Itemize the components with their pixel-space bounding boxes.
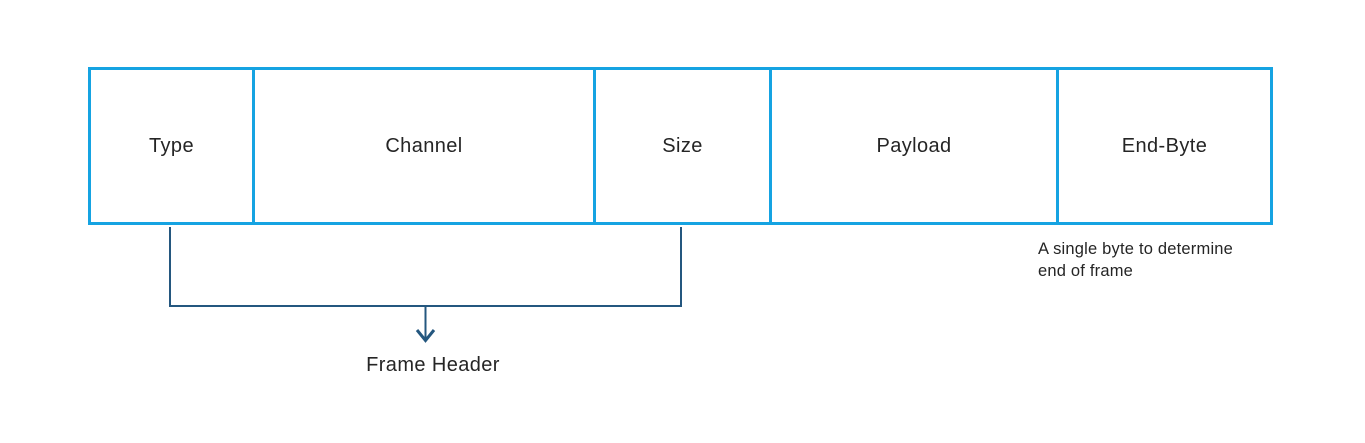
end-byte-annotation: A single byte to determine end of frame — [1038, 238, 1298, 282]
end-byte-annotation-line1: A single byte to determine — [1038, 240, 1234, 258]
bracket-line — [169, 227, 682, 307]
frame-boxes-row: Type Channel Size Payload End-Byte — [88, 67, 1273, 225]
frame-box-endbyte: End-Byte — [1056, 67, 1273, 225]
bracket-caption: Frame Header — [366, 354, 500, 376]
frame-box-channel-label: Channel — [385, 134, 463, 157]
frame-box-type: Type — [88, 67, 255, 225]
frame-box-channel: Channel — [252, 67, 596, 225]
frame-box-size: Size — [593, 67, 772, 225]
frame-box-payload: Payload — [769, 67, 1059, 225]
frame-box-payload-label: Payload — [876, 134, 952, 157]
frame-box-type-label: Type — [149, 134, 194, 157]
frame-box-size-label: Size — [662, 134, 703, 157]
arrowhead-down-icon — [415, 329, 436, 343]
frame-box-endbyte-label: End-Byte — [1121, 134, 1208, 157]
end-byte-annotation-line2: end of frame — [1038, 262, 1134, 280]
